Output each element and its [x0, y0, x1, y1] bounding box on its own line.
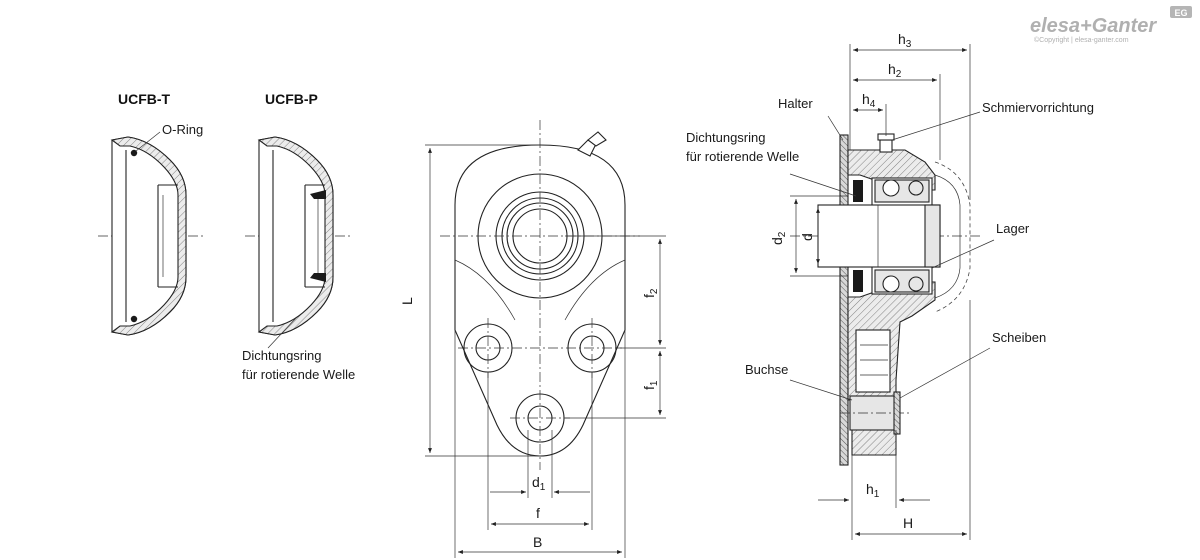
section-cap-outline	[934, 161, 971, 313]
front-B-label: B	[533, 534, 542, 550]
section-halter-leader	[827, 115, 844, 141]
section-h1-label: h1	[866, 481, 880, 500]
ucfb-p-seal-top	[310, 190, 326, 199]
section-lager-leader	[931, 239, 995, 269]
section-shaft-collar	[924, 204, 941, 268]
section-seal-label-2: für rotierende Welle	[686, 149, 799, 164]
section-d-label: d	[799, 233, 815, 241]
section-schmier-label: Schmiervorrichtung	[982, 100, 1094, 115]
section-cap-inner	[934, 174, 961, 299]
section-scheiben-label: Scheiben	[992, 330, 1046, 345]
ucfb-t-oring-label: O-Ring	[162, 122, 203, 137]
section-ball-bottom-2	[908, 276, 924, 292]
ucfb-p-seal-leader	[267, 317, 297, 349]
front-lubricator-head	[587, 131, 607, 147]
front-f1-label: f1	[641, 380, 660, 390]
section-h4-label: h4	[862, 91, 876, 110]
section-ball-top-2	[908, 180, 924, 196]
front-f2-label: f2	[641, 288, 660, 298]
ucfb-t-oring-bottom	[130, 315, 138, 323]
section-lubricator	[879, 139, 893, 153]
section-shaft	[817, 204, 941, 268]
ucfb-p-seal-bottom	[310, 273, 326, 282]
section-buchse-leader	[789, 379, 853, 401]
ucfb-p-cap-wall	[257, 136, 334, 336]
view-ucfb-t: UCFB-T O-Ring	[98, 91, 205, 336]
section-lager-label: Lager	[996, 221, 1030, 236]
view-section: d2 d h3 h2 h4 h1 H Halter Schmiervorrich…	[686, 31, 1094, 540]
front-f-label: f	[536, 505, 540, 521]
section-washer	[893, 391, 901, 435]
section-scheiben-leader	[899, 347, 991, 399]
section-seal-bottom	[853, 270, 863, 292]
front-L-label: L	[399, 297, 415, 305]
section-schmier-leader	[891, 111, 981, 141]
section-H-label: H	[903, 515, 913, 531]
ucfb-t-oring-leader	[135, 131, 161, 152]
brand-badge	[1170, 6, 1192, 18]
section-seal-leader	[789, 173, 857, 197]
view-ucfb-p: UCFB-P Dichtungsring für rotierende Well…	[242, 91, 355, 382]
ucfb-t-oring-top	[130, 149, 138, 157]
section-h3-label: h3	[898, 31, 912, 50]
front-d1-label: d1	[532, 474, 546, 493]
section-ball-top	[882, 179, 900, 197]
section-d2-label: d2	[769, 231, 788, 245]
brand-copyright: ©Copyright | elesa-ganter.com	[1034, 36, 1129, 44]
brand-badge-text: EG	[1174, 8, 1187, 18]
front-housing-transition-left	[454, 259, 516, 321]
ucfb-p-seal-label-1: Dichtungsring	[242, 348, 322, 363]
section-buchse-label: Buchse	[745, 362, 788, 377]
section-holder-plate	[839, 134, 849, 466]
section-housing-pocket	[855, 329, 891, 393]
view-front: L f2 f1 d1 f B	[399, 120, 666, 558]
section-seal-top	[853, 180, 863, 202]
ucfb-p-title: UCFB-P	[265, 91, 318, 107]
ucfb-t-cap-wall	[110, 136, 187, 336]
section-seal-label-1: Dichtungsring	[686, 130, 766, 145]
section-ball-bottom	[882, 275, 900, 293]
brand-logo: elesa+Ganter EG ©Copyright | elesa-gante…	[1030, 6, 1192, 44]
section-halter-label: Halter	[778, 96, 813, 111]
section-h2-label: h2	[888, 61, 902, 80]
front-housing-transition-right	[564, 259, 626, 321]
ucfb-p-seal-label-2: für rotierende Welle	[242, 367, 355, 382]
ucfb-t-title: UCFB-T	[118, 91, 171, 107]
brand-logo-text: elesa+Ganter	[1030, 15, 1157, 37]
